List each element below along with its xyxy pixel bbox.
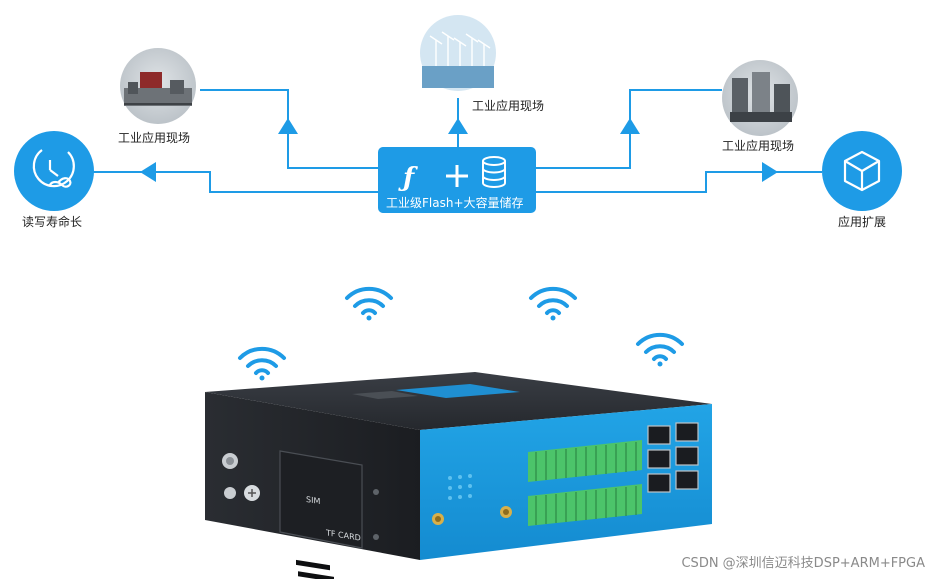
- right-endpoint-circle: [822, 131, 902, 211]
- clock-infinity-icon: [32, 149, 75, 188]
- plus-icon: [446, 165, 468, 187]
- arrow-up-right: [620, 118, 640, 134]
- left-endpoint-circle: [14, 131, 94, 211]
- database-icon: [482, 156, 506, 188]
- watermark: CSDN @深圳信迈科技DSP+ARM+FPGA: [681, 556, 925, 571]
- arrow-heads: [140, 118, 778, 182]
- wifi-icon: [636, 332, 684, 367]
- top-center-photo-label: 工业应用现场: [472, 99, 545, 113]
- top-left-photo-label: 工业应用现场: [118, 131, 191, 145]
- cube-icon: [843, 150, 881, 192]
- chassis-top: [205, 372, 712, 430]
- arrow-up-left: [278, 118, 298, 134]
- status-leds: [448, 474, 472, 500]
- line-left: [92, 171, 380, 193]
- wifi-icons: [238, 286, 684, 381]
- wifi-icon: [345, 286, 393, 321]
- photo-factory-right: [722, 60, 798, 136]
- arrow-right: [762, 162, 778, 182]
- photo-wind-turbines: [420, 15, 496, 91]
- right-endpoint-label: 应用扩展: [838, 215, 887, 229]
- top-label-plate: [396, 384, 520, 398]
- side-panel-details: [222, 450, 379, 579]
- left-endpoint-label: 读写寿命长: [22, 215, 83, 229]
- wifi-icon: [529, 286, 577, 321]
- ethernet-ports: [647, 422, 699, 493]
- router-device: [205, 372, 712, 579]
- terminal-blocks: [528, 440, 642, 526]
- flash-icon: ƒ: [398, 163, 418, 193]
- arrow-up-center: [448, 118, 468, 134]
- svg-text:ƒ: ƒ: [398, 163, 418, 193]
- arrow-left: [140, 162, 156, 182]
- antenna-connectors: [432, 506, 512, 525]
- hub-box: ƒ: [378, 147, 536, 213]
- top-right-photo-label: 工业应用现场: [722, 139, 795, 153]
- photo-factory-left: [120, 48, 196, 124]
- wifi-icon: [238, 346, 286, 381]
- hub-label: 工业级Flash+大容量储存: [386, 196, 524, 210]
- line-right: [536, 171, 822, 193]
